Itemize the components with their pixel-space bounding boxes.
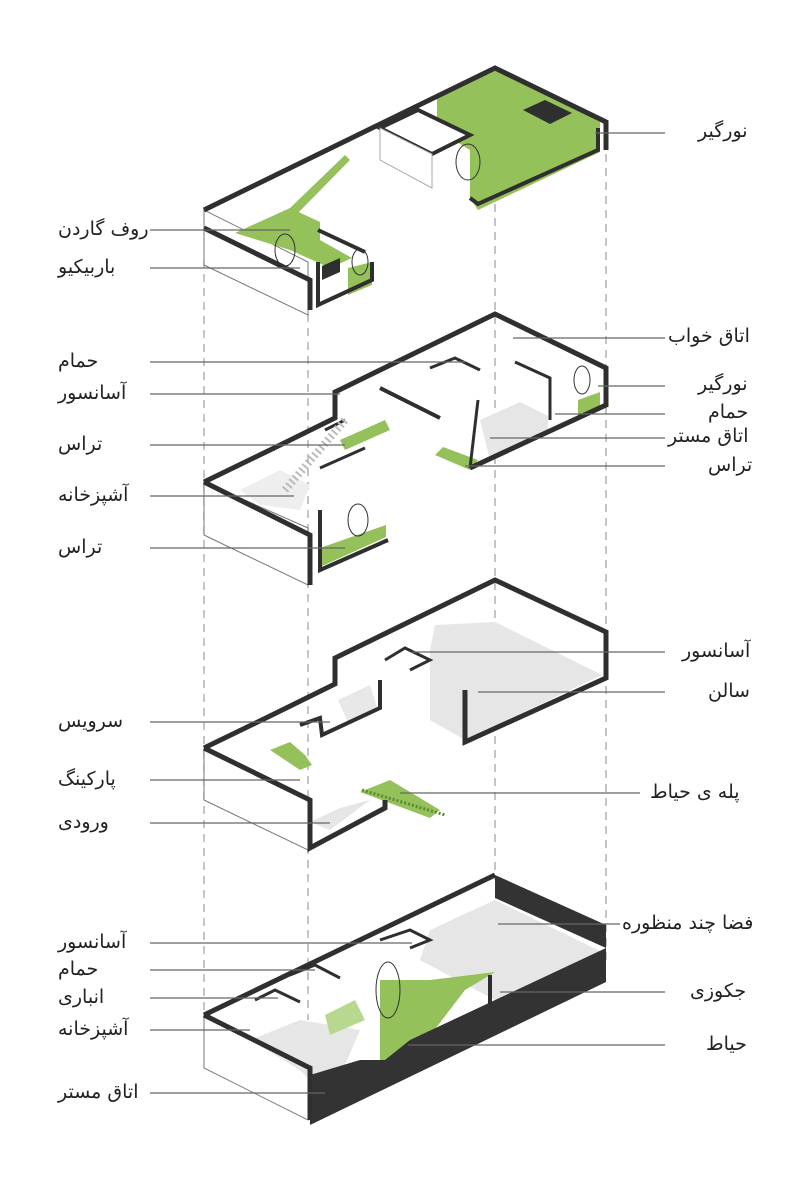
label-roof-light-well: نورگیر [698, 120, 748, 142]
label-first-bath-right: حمام [708, 401, 749, 423]
label-ground-parking: پارکینگ [58, 768, 116, 790]
label-ground-elevator: آسانسور [682, 640, 751, 662]
label-basement-multipurpose: فضا چند منظوره [622, 912, 754, 934]
label-first-master-room: اتاق مستر [668, 425, 749, 447]
label-basement-storage: انباری [58, 986, 105, 1008]
label-ground-wc: سرویس [58, 710, 124, 732]
label-first-elevator: آسانسور [58, 382, 127, 404]
label-first-terrace-1: تراس [58, 433, 103, 455]
label-first-terrace-2: تراس [58, 536, 103, 558]
label-ground-entrance: ورودی [58, 811, 109, 833]
label-roof-garden: روف گاردن [58, 218, 149, 240]
label-ground-yard-stairs: پله ی حیاط [650, 781, 740, 803]
label-ground-living: سالن [708, 680, 750, 702]
label-first-kitchen: آشپزخانه [58, 484, 129, 506]
label-first-light-well: نورگیر [698, 373, 748, 395]
floor-ground [202, 577, 609, 853]
label-first-terrace-right: تراس [708, 454, 753, 476]
label-basement-yard: حیاط [706, 1033, 747, 1055]
leader-lines [150, 132, 665, 1094]
label-first-bedroom: اتاق خواب [668, 325, 750, 347]
label-basement-bath: حمام [58, 958, 99, 980]
label-basement-kitchen: آشپزخانه [58, 1018, 129, 1040]
label-barbecue: باربیکیو [58, 256, 116, 278]
alignment-dashed-lines [203, 140, 607, 1020]
label-first-bath-left: حمام [58, 350, 99, 372]
label-basement-elevator: آسانسور [58, 931, 127, 953]
floor-basement [202, 872, 606, 1125]
label-basement-master-room: اتاق مستر [58, 1081, 139, 1103]
floor-first [202, 311, 609, 586]
label-basement-jacuzzi: جکوزی [690, 980, 747, 1002]
floor-roof [202, 65, 609, 316]
